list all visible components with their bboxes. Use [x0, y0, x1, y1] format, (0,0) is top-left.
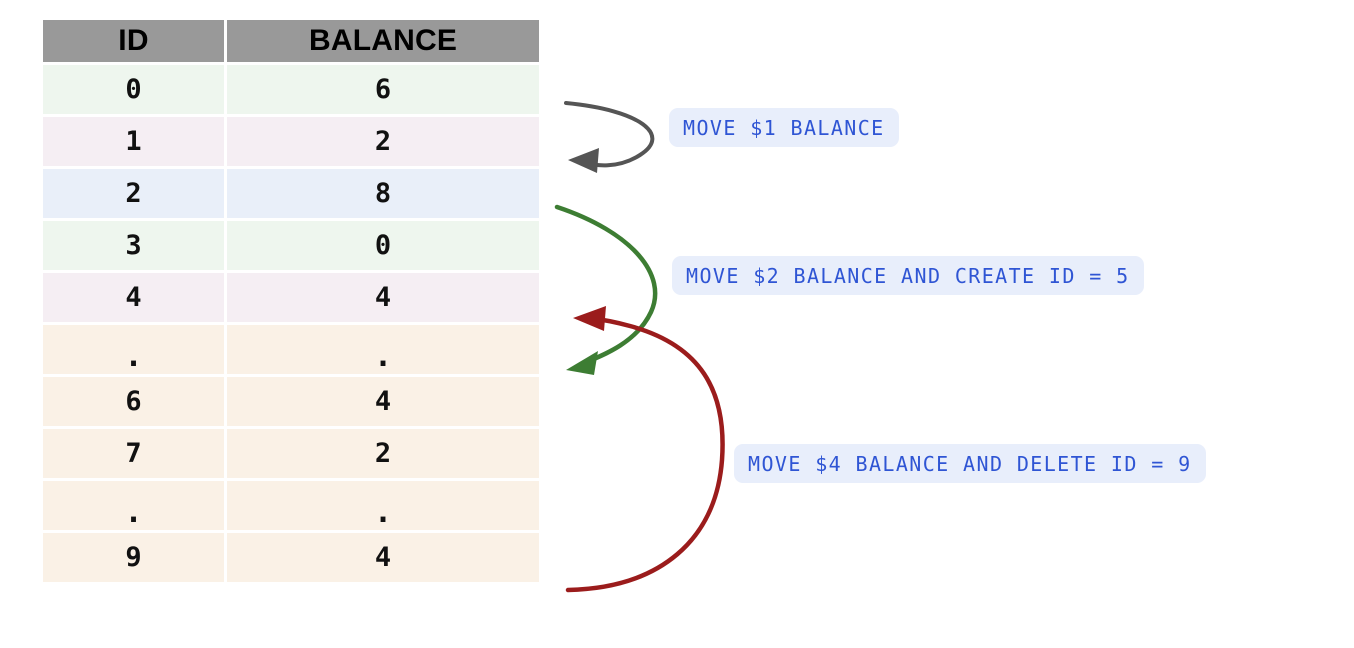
arrow-move-2 [554, 204, 658, 375]
cell-id: 4 [43, 273, 227, 325]
cell-id: 9 [43, 533, 227, 585]
cell-id: 7 [43, 429, 227, 481]
cell-balance: 4 [227, 273, 539, 325]
cell-balance: 4 [227, 533, 539, 585]
arrow-move-3 [565, 306, 725, 593]
table-row: .. [43, 481, 539, 533]
arrow-move-1 [564, 101, 655, 173]
table-header-row: ID BALANCE [43, 20, 539, 65]
cell-id: 6 [43, 377, 227, 429]
cell-balance: 0 [227, 221, 539, 273]
cell-id: 2 [43, 169, 227, 221]
cell-balance: 8 [227, 169, 539, 221]
annotation-label-move-2: MOVE $2 BALANCE AND CREATE ID = 5 [672, 256, 1144, 295]
cell-id: 0 [43, 65, 227, 117]
column-header-balance: BALANCE [227, 20, 539, 65]
annotation-label-move-3: MOVE $4 BALANCE AND DELETE ID = 9 [734, 444, 1206, 483]
table-row: .. [43, 325, 539, 377]
cell-balance: . [227, 325, 539, 377]
cell-balance: 2 [227, 429, 539, 481]
cell-id: 3 [43, 221, 227, 273]
cell-id: 1 [43, 117, 227, 169]
cell-balance: 4 [227, 377, 539, 429]
cell-id: . [43, 481, 227, 533]
column-header-id: ID [43, 20, 227, 65]
cell-balance: . [227, 481, 539, 533]
cell-balance: 2 [227, 117, 539, 169]
annotation-label-move-1: MOVE $1 BALANCE [669, 108, 899, 147]
cell-id: . [43, 325, 227, 377]
cell-balance: 6 [227, 65, 539, 117]
